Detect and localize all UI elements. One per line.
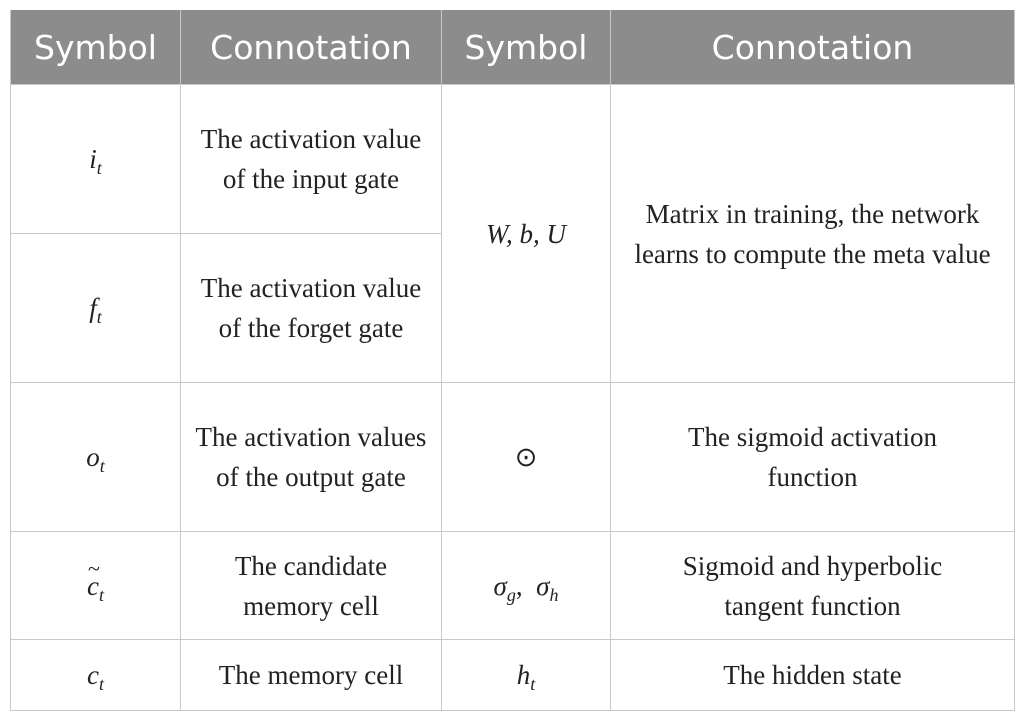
symbol-table-container: Symbol Connotation Symbol Connotation it…	[10, 10, 1015, 711]
symbol-base: i	[89, 144, 97, 174]
table-row: ot The activation values of the output g…	[10, 382, 1015, 532]
sigma-h-subscript: h	[549, 584, 559, 605]
symbol-subscript: t	[96, 307, 102, 327]
symbol-base: c	[87, 660, 99, 690]
header-row: Symbol Connotation Symbol Connotation	[10, 10, 1015, 85]
connotation-cell: The candidate memory cell	[180, 531, 442, 640]
h-base: h	[516, 660, 531, 690]
sigma-h-base: σ	[536, 570, 550, 601]
symbol-base: f	[89, 293, 97, 323]
sigma-symbol-cell: σg, σh	[441, 531, 611, 640]
h-subscript: t	[530, 674, 536, 694]
symbol-subscript: t	[98, 584, 104, 605]
connotation-cell: The memory cell	[180, 639, 442, 711]
sigma-separator: ,	[515, 570, 537, 601]
symbol-subscript: t	[96, 158, 102, 178]
table-row: ct The candidate memory cell σg, σh Sigm…	[10, 531, 1015, 640]
symbol-base: o	[86, 442, 100, 472]
connotation-cell-hidden: The hidden state	[610, 639, 1015, 711]
header-symbol-2: Symbol	[441, 10, 611, 85]
h-symbol-cell: ht	[441, 639, 611, 711]
symbol-cell: ot	[10, 382, 181, 532]
connotation-cell-odot: The sigmoid activation function	[610, 382, 1015, 532]
header-symbol-1: Symbol	[10, 10, 181, 85]
header-connotation-1: Connotation	[180, 10, 442, 85]
table-row: it The activation value of the input gat…	[10, 84, 1015, 383]
symbol-cell: ct	[10, 639, 181, 711]
connotation-cell: The activation value of the input gate	[180, 84, 442, 234]
odot-symbol-cell: ⊙	[441, 382, 611, 532]
lstm-symbol-table: Symbol Connotation Symbol Connotation it…	[10, 10, 1015, 711]
symbol-base-tilde: c	[87, 549, 100, 606]
sigma-g-subscript: g	[506, 584, 516, 605]
symbol-cell: ct	[10, 531, 181, 640]
connotation-cell: The activation value of the forget gate	[180, 233, 442, 383]
symbol-cell: ft	[10, 233, 181, 383]
symbol-cell-wbu: W, b, U	[441, 84, 611, 383]
connotation-cell-wbu: Matrix in training, the network learns t…	[610, 84, 1015, 383]
symbol-cell: it	[10, 84, 181, 234]
header-connotation-2: Connotation	[610, 10, 1015, 85]
connotation-cell: The activation values of the output gate	[180, 382, 442, 532]
sigma-g-base: σ	[493, 570, 507, 601]
table-row: ft The activation value of the forget ga…	[10, 233, 1015, 383]
symbol-subscript: t	[99, 456, 105, 476]
symbol-subscript: t	[98, 674, 104, 694]
connotation-cell-sigma: Sigmoid and hyperbolic tangent function	[610, 531, 1015, 640]
table-row: ct The memory cell ht The hidden state	[10, 639, 1015, 711]
